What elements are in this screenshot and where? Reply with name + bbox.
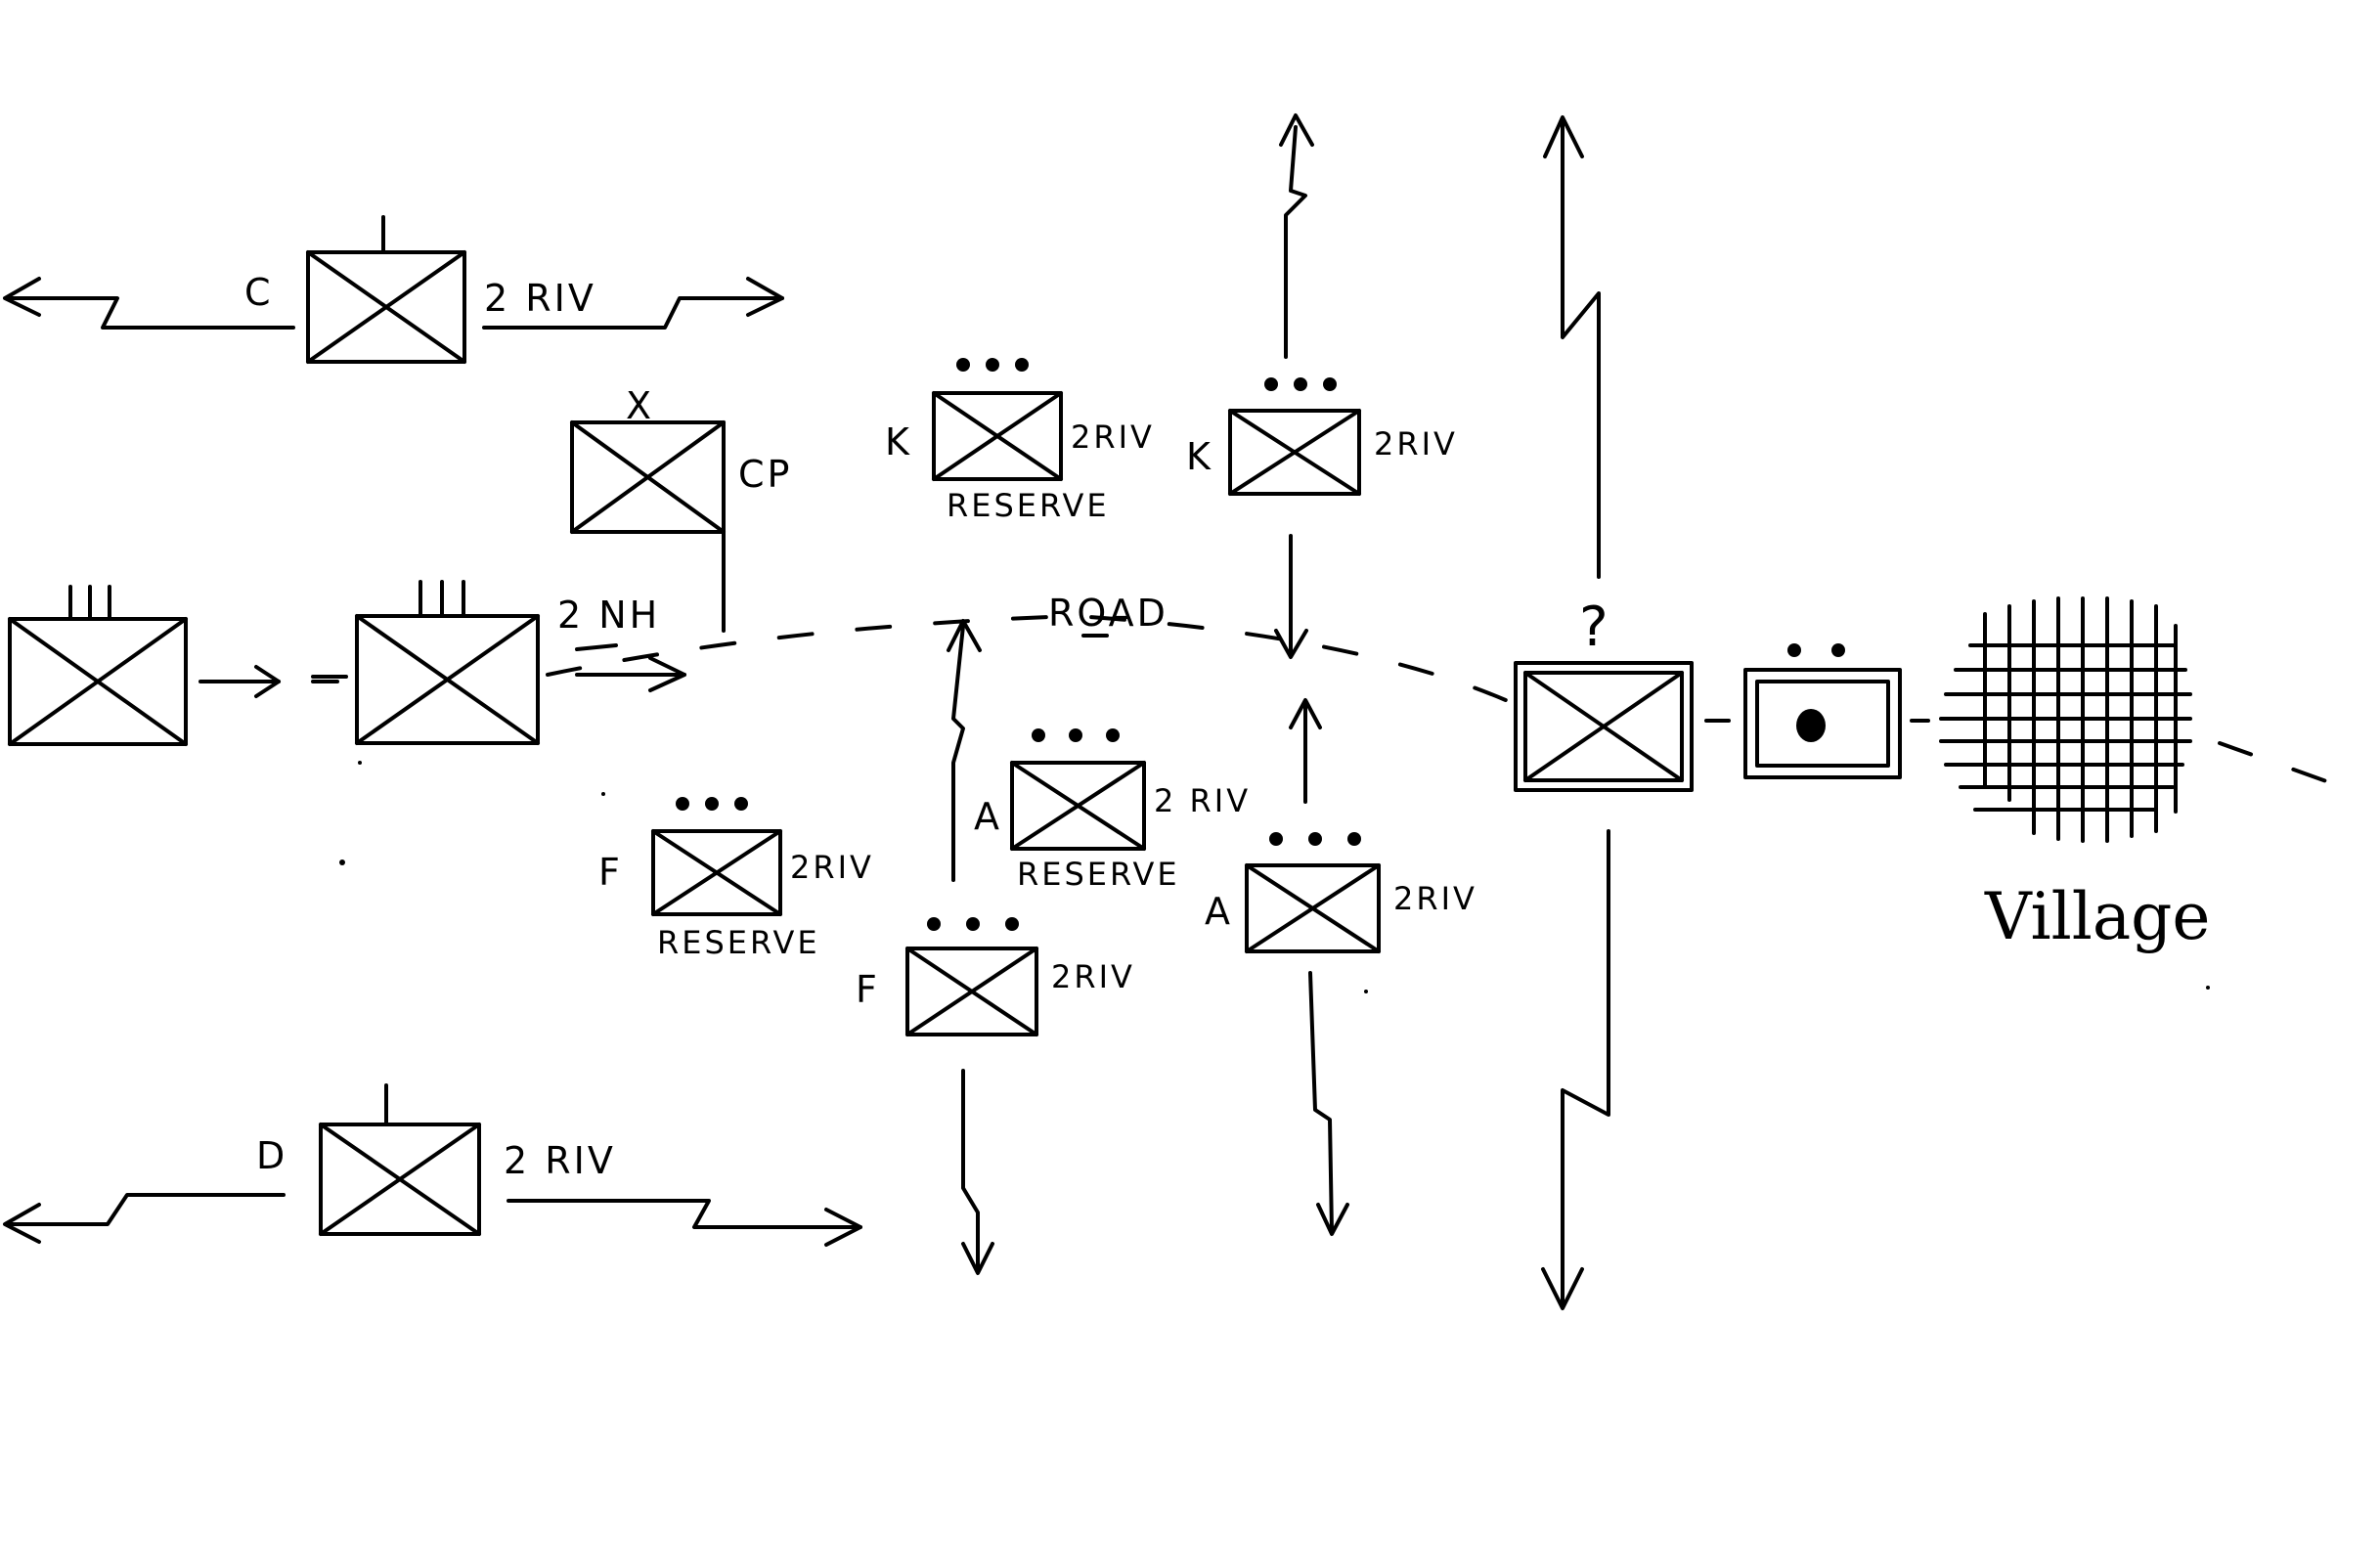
unit-f-reserve [651,797,782,916]
label-a1-riv: 2 RIV [1154,782,1251,819]
label-k2: K [1186,435,1213,478]
speck-2 [358,761,362,765]
arrowhead-c-left [3,277,41,317]
label-x-mark: X [626,384,654,427]
label-c-riv: 2 RIV [484,277,596,320]
unit-k-reserve [932,358,1063,481]
unit-a-forward [1245,832,1381,953]
label-k1: K [885,420,912,463]
label-2nh: 2 NH [557,594,660,637]
boundary-main-down [1561,829,1610,1307]
road-line-right [2218,741,2358,794]
unit-a-reserve [1010,728,1146,851]
boundary-main-up [1561,120,1601,579]
arrowhead-k-up [1279,113,1314,147]
label-cp: CP [738,453,792,496]
label-d: D [256,1134,287,1177]
arrowhead-f-up [947,619,982,652]
label-k1-reserve: RESERVE [947,487,1110,524]
label-f2-riv: 2RIV [1051,958,1135,995]
label-a1-reserve: RESERVE [1017,856,1180,893]
boundary-d-left [8,1193,286,1226]
label-f1-reserve: RESERVE [657,924,820,961]
boundary-c-right [482,296,784,330]
arrowhead-main-down [1541,1267,1584,1310]
boundary-k-up [1284,125,1307,359]
arrowhead-2nh [648,656,686,692]
boundary-f-down [961,1069,980,1273]
unit-c [306,215,466,364]
regiment-2nh [355,580,540,745]
label-k2-riv: 2RIV [1374,425,1458,463]
arrowhead-c-right [746,277,784,317]
arrowhead-d-right [824,1208,862,1247]
label-d-riv: 2 RIV [504,1139,616,1182]
label-village: Village [1984,879,2210,954]
unit-enemy [1514,661,1694,792]
unit-cp [570,420,726,633]
label-road: ROAD [1048,592,1168,635]
label-c: C [244,271,274,314]
speck-4 [1364,990,1368,993]
speck-1 [339,859,345,865]
boundary-c-left [8,296,295,330]
arrowhead-k-down [1274,629,1308,659]
regiment-rear [8,585,188,746]
label-f2: F [856,968,880,1011]
label-a1: A [974,795,1002,838]
unit-d [319,1083,481,1236]
road-line [546,613,1527,711]
boundary-a-down [1308,971,1334,1234]
label-a2-riv: 2RIV [1393,880,1477,917]
dash-2nh [575,643,618,651]
arrow-f-up [951,624,965,882]
label-question: ? [1579,595,1611,659]
unit-k-forward [1228,377,1361,496]
speck-5 [2206,986,2210,990]
unit-hq [1743,643,1902,779]
arrowhead-a-up [1289,698,1322,729]
unit-f-forward [905,917,1038,1036]
arrowhead-f-down [961,1242,994,1275]
arrowhead-main-up [1543,115,1584,158]
label-k1-riv: 2RIV [1071,419,1155,456]
arrowhead-d-left [3,1203,41,1244]
arrowhead-rear [254,665,281,698]
village-grid [1939,596,2192,843]
boundary-d-right [507,1199,862,1229]
arrowhead-a-down [1316,1203,1349,1236]
label-f1-riv: 2RIV [790,849,874,886]
label-f1: F [598,851,623,894]
label-a2: A [1205,890,1233,933]
speck-3 [601,792,605,796]
